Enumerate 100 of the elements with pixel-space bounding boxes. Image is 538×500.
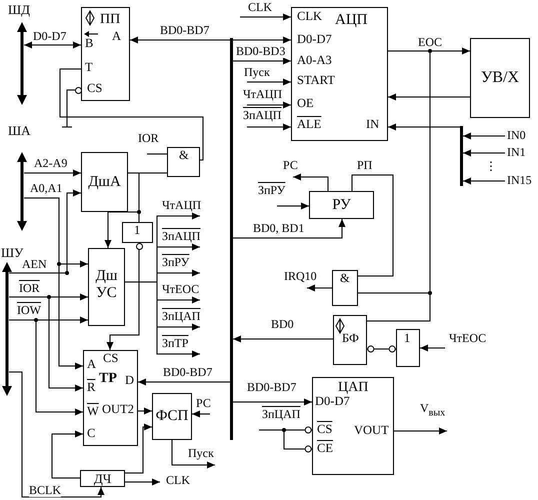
signal-label: Пуск (244, 66, 270, 80)
block-box (152, 393, 192, 440)
arrow (172, 440, 216, 468)
signal-label: ЧтАЦП (162, 199, 202, 212)
arrow (240, 14, 292, 20)
pin-label: B (85, 37, 94, 51)
gate-symbol: & (179, 149, 189, 163)
signal-wire (60, 68, 204, 160)
pin-label: D (125, 374, 134, 388)
pin-label: D0-D7 (315, 395, 350, 409)
signal-label: IOR (138, 132, 159, 146)
block-box (81, 152, 128, 212)
pin-label: CE (317, 442, 333, 456)
pin-label: IN (366, 118, 380, 132)
block-box (396, 329, 420, 367)
arrow (124, 478, 160, 486)
signal-label: IOR (19, 282, 40, 296)
arrow (52, 430, 84, 478)
arrow (130, 36, 230, 44)
pin-label: ALE (297, 118, 322, 132)
pin-label: VOUT (354, 424, 389, 438)
block-box (332, 270, 358, 306)
pin-label: A0-A3 (297, 54, 332, 68)
block-box (83, 350, 138, 446)
arrow (8, 372, 104, 498)
arrow (232, 58, 292, 64)
block-box (309, 191, 374, 219)
signal-label: ЗпАЦП (162, 230, 200, 244)
pin-label: CS (317, 423, 332, 437)
arrow (232, 36, 292, 44)
arrow (138, 408, 152, 414)
pin-label: CS (87, 82, 102, 96)
pin-label: D0-D7 (297, 33, 332, 47)
signal-label: ЧтЕОС (162, 283, 200, 296)
signal-label: CLK (248, 1, 272, 14)
block-box (291, 7, 388, 141)
block-box (88, 248, 125, 326)
arrow (276, 202, 310, 210)
signal-label: ЗпТР (162, 337, 188, 350)
signal-wire (366, 346, 396, 352)
block-title: Дш УС (96, 268, 118, 301)
pin-label: A (112, 30, 122, 44)
arrow (124, 424, 152, 474)
arrow (462, 150, 506, 156)
signal-label: EOC (418, 36, 442, 50)
pin-label: W (87, 405, 99, 419)
block-title: ТР (99, 371, 117, 386)
bus-line (230, 38, 233, 440)
arrow (246, 124, 292, 130)
signal-label: A0,A1 (30, 182, 62, 196)
arrow (232, 336, 334, 342)
signal-label: ЗпЦАП (162, 310, 200, 324)
signal-label: ЗпАЦП (243, 109, 282, 122)
signal-wire (352, 174, 394, 276)
pin-label: CS (103, 352, 118, 366)
arrow (246, 78, 292, 86)
block-title: ПП (100, 12, 120, 28)
signal-label: CLK (166, 474, 190, 488)
signal-wire (258, 426, 312, 434)
block-box (312, 377, 394, 475)
block-box (167, 147, 200, 177)
arrow (306, 284, 332, 292)
arrow (388, 124, 460, 130)
arrow (462, 178, 506, 184)
block-title: РУ (332, 197, 351, 214)
arrow (138, 378, 230, 386)
pin-label: R (87, 381, 96, 395)
block-box (80, 470, 125, 487)
signal-label: BD0, BD1 (253, 222, 304, 236)
signal-label: ЧтЕОС (449, 332, 486, 346)
arrow (394, 428, 448, 434)
block-title: УВ/Х (481, 69, 519, 87)
pin-label: CLK (297, 10, 322, 24)
signal-label: D0-D7 (33, 30, 66, 44)
arrow (246, 102, 292, 108)
signal-label: ЧтАЦП (243, 88, 282, 102)
arrow (24, 42, 82, 48)
signal-label: A2-A9 (34, 157, 68, 170)
arrow (292, 174, 328, 192)
gate-symbol: БФ (342, 332, 359, 346)
signal-label: ЗпРУ (258, 184, 286, 198)
gate-symbol: & (340, 272, 350, 286)
signal-label: РС (283, 159, 298, 172)
arrow (420, 344, 446, 352)
arrow (192, 410, 210, 418)
block-title: ФСП (156, 408, 188, 424)
arrow (232, 398, 312, 406)
signal-label: BD0 (271, 318, 294, 332)
arrow (24, 170, 82, 176)
block-title: ЦАП (338, 380, 368, 396)
signal-label: BCLK (29, 484, 62, 498)
arrow (462, 132, 506, 140)
signal-label: IN0 (507, 129, 526, 142)
bus-label: ШУ (1, 246, 24, 260)
pin-label: C (87, 427, 96, 441)
signal-wire (366, 50, 430, 322)
block-title: АЦП (335, 12, 368, 28)
gate-symbol: 1 (134, 224, 140, 238)
signal-label: BD0-BD7 (160, 24, 210, 38)
pin-label: T (85, 61, 93, 75)
